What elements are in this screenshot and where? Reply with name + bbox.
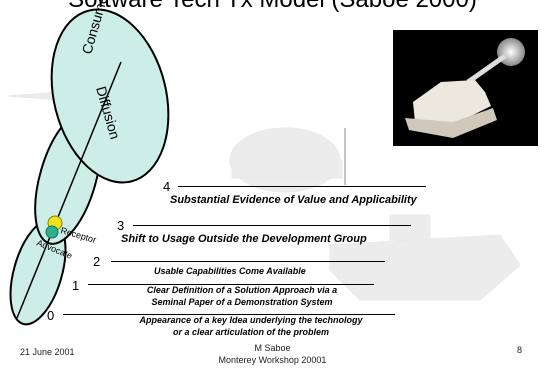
stage-4-label: Substantial Evidence of Value and Applic… [170,194,417,206]
faded-ship-icon [329,234,521,301]
stage-1-label-line2: Seminal Paper of a Demonstration System [151,297,333,307]
stage-0-label-line1: Appearance of a key Idea underlying the … [139,315,363,325]
stage-0-number: 0 [47,308,55,323]
stage-4-number: 4 [163,179,171,194]
ellipse-group [9,8,170,326]
green-dot [45,225,59,239]
stage-3-line [133,225,411,226]
stage-1-label-line1: Clear Definition of a Solution Approach … [146,285,338,295]
stage-1-line [88,284,374,285]
page-number: 8 [517,345,523,355]
footer-center: M Saboe Monterey Workshop 20001 [0,342,545,366]
stage-4-line [178,186,426,187]
tank-photo [393,30,538,146]
stage-1-number: 1 [72,278,80,293]
stage-0-line [63,314,395,315]
stage-3-number: 3 [117,218,125,233]
footer-date: 21 June 2001 [20,347,75,357]
footer-author: M Saboe [254,343,291,353]
large-ellipse [50,8,170,184]
tank-icon [405,38,525,138]
slide-title: Software Tech Tx Model (Saboe 2000) [0,0,545,14]
stage-3-label: Shift to Usage Outside the Development G… [121,233,367,245]
footer-event: Monterey Workshop 20001 [218,355,327,365]
stage-2-line [111,261,385,262]
stage-2-number: 2 [93,254,101,269]
diagram-axis [16,61,122,319]
faded-dome-icon [229,127,341,193]
stage-0-label-line2: or a clear articulation of the problem [172,327,330,337]
stage-2-label: Usable Capabilities Come Available [154,266,306,276]
